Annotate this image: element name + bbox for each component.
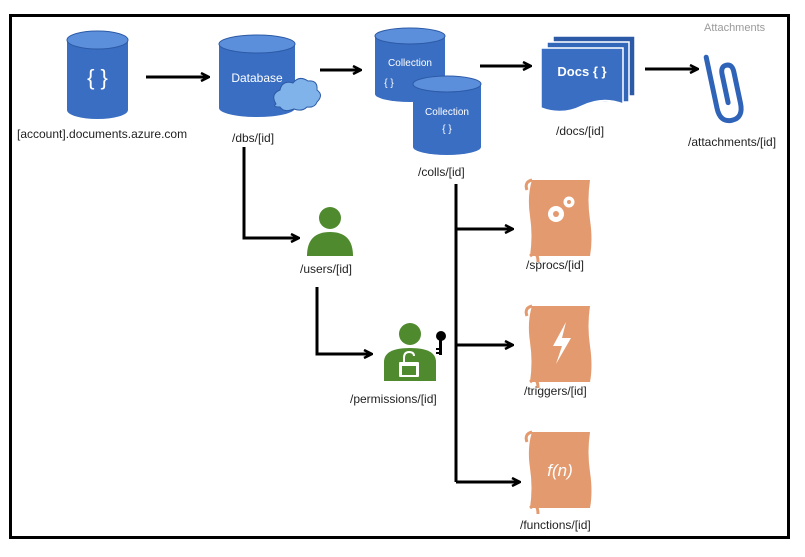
scroll-gears-icon xyxy=(524,178,592,263)
user-icon xyxy=(307,207,353,256)
docs-label: /docs/[id] xyxy=(556,124,605,138)
arrow-users-to-permissions xyxy=(315,287,371,354)
attachments-label: /attachments/[id] xyxy=(688,135,777,149)
functions-label: /functions/[id] xyxy=(520,518,591,532)
users-label: /users/[id] xyxy=(300,262,353,276)
function-icon-text: f(n) xyxy=(547,461,573,480)
attachments-corner-tag: Attachments xyxy=(704,22,766,34)
account-label: [account].documents.azure.com xyxy=(17,127,188,141)
scroll-function-icon: f(n) xyxy=(524,430,592,515)
cloud-icon xyxy=(273,77,321,112)
collection-back-title: Collection xyxy=(388,58,432,69)
account-database-icon: { } xyxy=(66,30,129,119)
paperclip-icon xyxy=(703,54,744,124)
collection-front-braces: { } xyxy=(442,124,452,135)
account-icon-braces: { } xyxy=(87,65,108,90)
docs-icon-text: Docs { } xyxy=(557,64,606,79)
collection-front-title: Collection xyxy=(425,107,469,118)
scroll-lightning-icon xyxy=(524,304,592,389)
user-lock-key-icon xyxy=(384,323,446,381)
arrow-database-to-users xyxy=(242,147,298,238)
document-stack-icon: Docs { } xyxy=(540,35,636,113)
dbs-label: /dbs/[id] xyxy=(232,131,275,145)
sprocs-label: /sprocs/[id] xyxy=(526,258,585,272)
triggers-label: /triggers/[id] xyxy=(524,384,587,398)
connectors xyxy=(146,66,697,482)
collection-back-braces: { } xyxy=(384,78,394,89)
collection-front-icon: Collection { } xyxy=(412,75,482,155)
database-icon-text: Database xyxy=(231,71,283,85)
permissions-label: /permissions/[id] xyxy=(350,392,437,406)
diagram-frame xyxy=(9,14,790,539)
colls-label: /colls/[id] xyxy=(418,165,465,179)
